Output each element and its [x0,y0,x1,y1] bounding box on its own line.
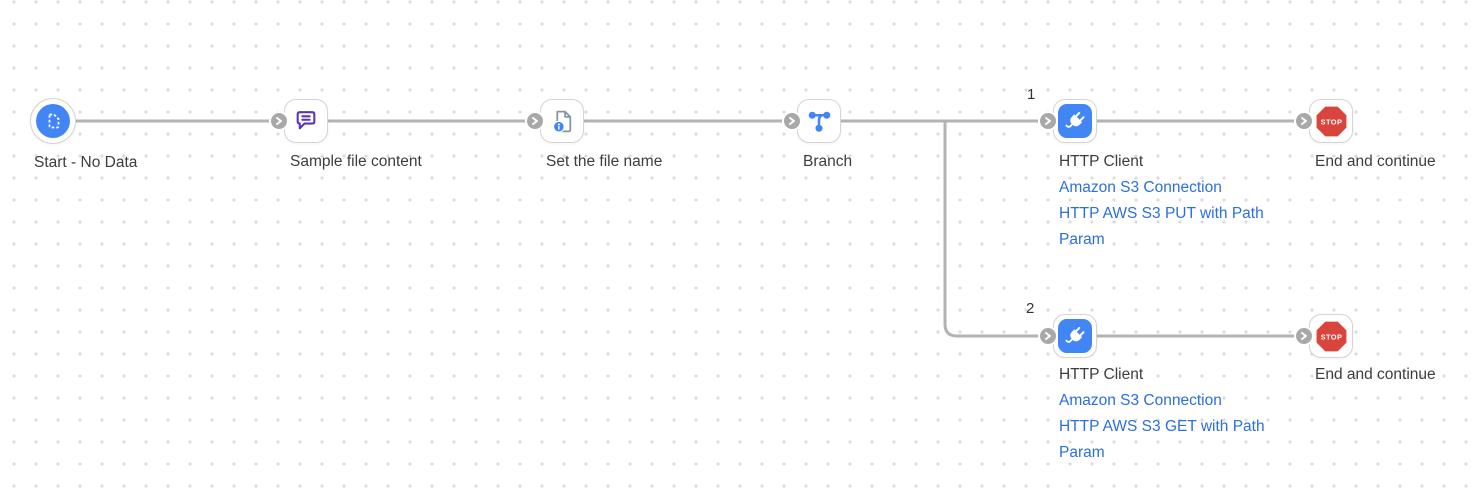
chevron-right-icon [1045,117,1051,125]
node-label: Start - No Data [34,154,138,171]
stop-icon: STOP [1316,106,1346,136]
chevron-right-icon [1045,332,1051,340]
input-terminal[interactable] [1038,111,1058,131]
svg-text:STOP: STOP [1320,117,1342,126]
chevron-right-icon [1301,117,1307,125]
node-branch[interactable] [782,99,841,143]
svg-text:STOP: STOP [1320,332,1342,341]
node-start[interactable] [30,98,76,144]
chevron-right-icon [276,117,282,125]
node-label: HTTP Client [1059,366,1144,383]
node-http-client-2[interactable] [1038,314,1097,358]
node-label-block: HTTP Client Amazon S3 Connection HTTP AW… [1059,149,1305,253]
input-terminal[interactable] [269,111,289,131]
message-icon [296,111,316,130]
node-label: End and continue [1315,366,1436,383]
branch-number-1-badge: 1 [1027,86,1036,103]
chevron-right-icon [532,117,538,125]
node-http-client-1[interactable] [1038,99,1097,143]
node-set-file-name[interactable] [525,99,584,143]
account-link[interactable]: Amazon S3 Connection [1059,392,1222,409]
node-end-2[interactable]: STOP [1294,314,1353,358]
branch-icon [808,111,830,132]
input-terminal[interactable] [1294,111,1314,131]
node-label: HTTP Client [1059,153,1144,170]
node-end-1[interactable]: STOP [1294,99,1353,143]
input-terminal[interactable] [525,111,545,131]
account-link[interactable]: Amazon S3 Connection [1059,179,1222,196]
chevron-right-icon [789,117,795,125]
node-label: Set the file name [546,153,663,170]
plug-icon [1058,319,1092,353]
connector-branch-to-http2 [943,121,1047,338]
input-terminal[interactable] [782,111,802,131]
node-label-block: HTTP Client Amazon S3 Connection HTTP AW… [1059,362,1305,466]
endpoint-link[interactable]: HTTP AWS S3 GET with Path Param [1059,418,1265,461]
stop-icon: STOP [1316,321,1346,351]
node-label: End and continue [1315,153,1436,170]
endpoint-link[interactable]: HTTP AWS S3 PUT with Path Param [1059,205,1264,248]
node-label: Branch [803,153,853,170]
file-info-icon [552,110,571,133]
document-dashed-icon [36,104,70,138]
node-sample-file-content[interactable] [269,99,328,143]
branch-number-2-badge: 2 [1026,300,1035,317]
plug-icon [1058,104,1092,138]
node-label: Sample file content [290,153,422,170]
chevron-right-icon [1301,332,1307,340]
input-terminal[interactable] [1038,326,1058,346]
input-terminal[interactable] [1294,326,1314,346]
